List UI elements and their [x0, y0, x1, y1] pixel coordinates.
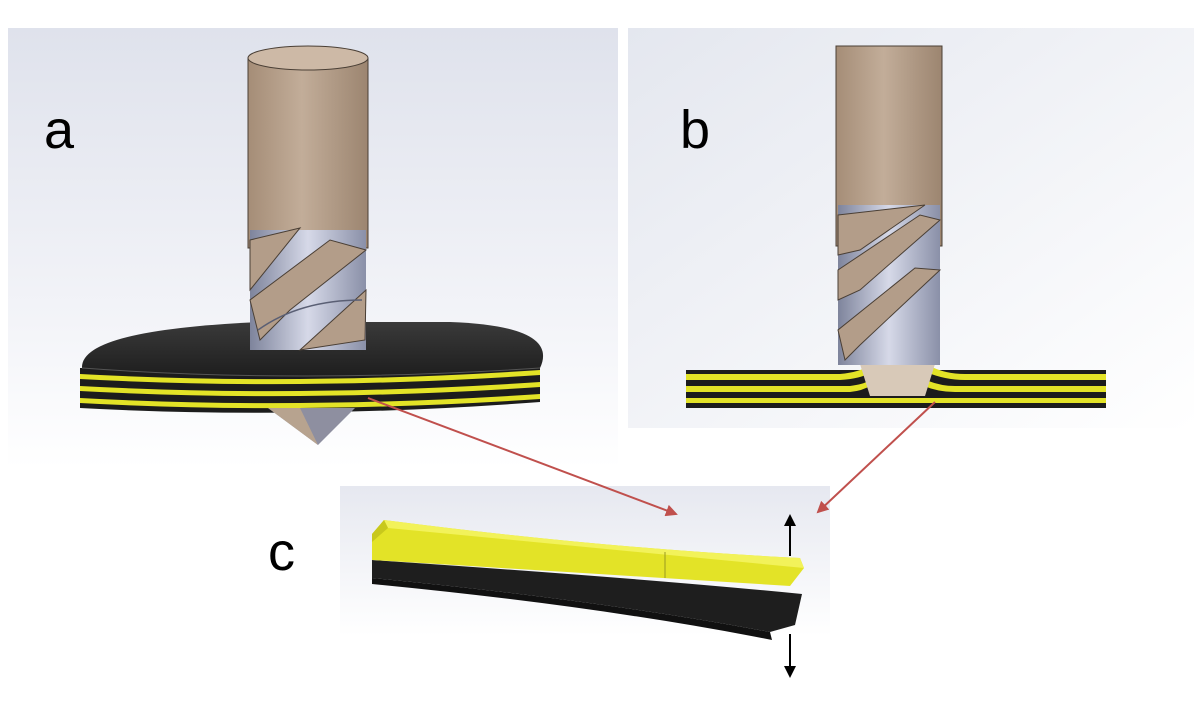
- panel-a-drill-flutes: [249, 227, 368, 351]
- arrow-b-to-c: [816, 401, 936, 514]
- panel-b-drill-flutes: [837, 204, 942, 365]
- panel-c-black-ply: [372, 560, 802, 632]
- panel-a-drilling-illustration: [80, 45, 544, 445]
- panel-c-delamination-detail: [372, 514, 804, 678]
- panel-label-c: c: [268, 522, 295, 582]
- panel-b-drilling-illustration: [686, 45, 1106, 408]
- panel-b-laminate: [686, 364, 1106, 408]
- arrow-a-to-c: [367, 397, 678, 517]
- panel-label-b: b: [680, 100, 710, 160]
- panel-a-drill-shank: [247, 45, 369, 249]
- panel-label-a: a: [44, 100, 75, 160]
